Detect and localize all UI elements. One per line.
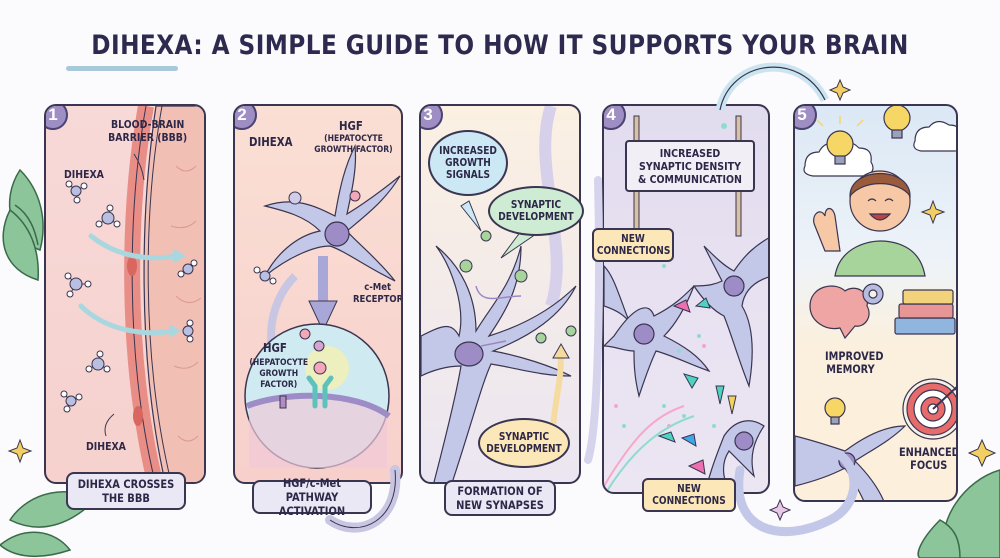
step-2-caption: HGF/c-Met PATHWAY ACTIVATION [252, 476, 372, 518]
growth-signals-bubble: INCREASED GROWTH SIGNALS [428, 130, 508, 196]
improved-memory-label: IMPROVED MEMORY [825, 349, 884, 376]
bbb-illustration [60, 106, 204, 482]
step-number-badge: 4 [604, 106, 626, 130]
lightbulb-icon [826, 106, 911, 165]
crossing-arrow-icon [78, 233, 179, 336]
happy-person-icon [813, 170, 926, 277]
target-icon [902, 378, 956, 440]
step-5-panel: 5 IMPROVED MEMORY ENHANCED FOCUS [793, 104, 958, 502]
step-1-panel: 1 BLOOD-BRAIN BARRIER (BBB) DIHEXA DIHEX… [44, 104, 206, 484]
hgf-subtitle-label: (HEPATOCYTE GROWTH FACTOR) [314, 134, 393, 155]
leaf-icon-left-top [2, 168, 44, 281]
synapse-icon [657, 297, 737, 475]
brain-gear-icon [809, 283, 884, 340]
synaptic-density-signpost: INCREASED SYNAPTIC DENSITY & COMMUNICATI… [625, 140, 755, 192]
hgf-title-label: HGF [339, 119, 363, 133]
cognitive-benefits-illustration [795, 106, 956, 500]
title-underline [66, 66, 178, 71]
neuron-icon [421, 245, 577, 482]
step-number-badge: 5 [795, 106, 817, 130]
bbb-label: BLOOD-BRAIN BARRIER (BBB) [108, 118, 188, 144]
step-1-caption: DIHEXA CROSSES THE BBB [66, 472, 186, 510]
dihexa-label: DIHEXA [249, 135, 293, 149]
step-number-badge: 3 [421, 106, 443, 130]
new-connections-tag-bottom: NEW CONNECTIONS [642, 478, 736, 512]
synaptic-development-bubble-top: SYNAPTIC DEVELOPMENT [488, 186, 584, 236]
step-2-panel: 2 DIHEXA HGF (HEPATOCYTE GROWTH FACTOR) … [233, 104, 403, 484]
dihexa-label-bottom: DIHEXA [86, 440, 126, 453]
hgf-zoom-title-label: HGF [263, 341, 287, 355]
step-3-caption: FORMATION OF NEW SYNAPSES [444, 480, 556, 516]
page-title: DIHEXA: A SIMPLE GUIDE TO HOW IT SUPPORT… [91, 30, 909, 61]
new-connections-tag-top: NEW CONNECTIONS [592, 228, 674, 262]
dihexa-label-top: DIHEXA [64, 168, 104, 181]
synaptic-development-bubble-bottom: SYNAPTIC DEVELOPMENT [478, 418, 570, 468]
down-arrow-icon [308, 256, 338, 333]
neuron-network-icon [604, 237, 768, 492]
hgf-zoom-subtitle-label: (HEPATOCYTE GROWTH FACTOR) [249, 358, 309, 390]
books-icon [894, 289, 956, 335]
cmet-receptor-label: c-Met RECEPTOR [353, 282, 403, 305]
connector-tube-3-4 [584, 176, 603, 464]
enhanced-focus-label: ENHANCED FOCUS [899, 445, 958, 472]
magnified-receptor-icon [244, 323, 391, 469]
hgf-cmet-illustration [244, 143, 401, 469]
step-number-badge: 1 [46, 106, 68, 130]
neuron-icon [262, 143, 401, 282]
cloud-icon [803, 120, 956, 177]
step-number-badge: 2 [235, 106, 257, 130]
molecule-icon [60, 180, 198, 413]
